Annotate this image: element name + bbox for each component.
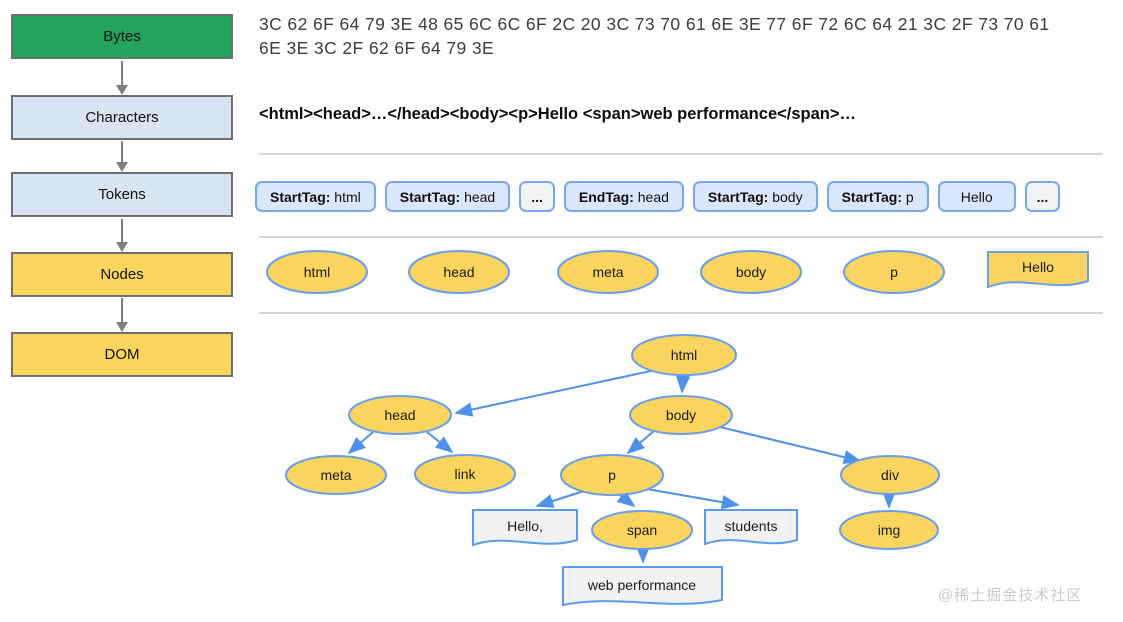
text-node-shape-students xyxy=(704,509,798,546)
node-label: html xyxy=(304,264,330,280)
tree-node-body xyxy=(629,395,733,435)
token-value: head xyxy=(633,188,669,205)
down-arrow-icon xyxy=(116,61,128,95)
pipeline-step-tokens: Tokens xyxy=(11,172,233,217)
tree-node-label: img xyxy=(878,522,901,538)
node-ellipse-p xyxy=(843,250,945,294)
token-value: body xyxy=(768,188,803,205)
hex-bytes-line-2: 6E 3E 3C 2F 62 6F 64 79 3E xyxy=(259,38,495,58)
tree-node-label: body xyxy=(666,407,696,423)
pipeline-step-nodes: Nodes xyxy=(11,252,233,297)
pipeline-step-bytes: Bytes xyxy=(11,14,233,59)
token-starttag-body: StartTag: body xyxy=(692,181,818,212)
node-label: head xyxy=(443,264,474,280)
token-value: head xyxy=(460,188,496,205)
edge-html-head xyxy=(454,368,661,417)
text-node-shape-hello xyxy=(472,509,578,547)
token-kind: StartTag: xyxy=(270,188,331,205)
down-arrow-icon xyxy=(116,141,128,172)
tree-node-label: link xyxy=(454,466,476,482)
hex-bytes-line-1: 3C 62 6F 64 79 3E 48 65 6C 6C 6F 2C 20 3… xyxy=(259,14,1050,34)
down-arrow-icon xyxy=(116,298,128,332)
edge-body-div xyxy=(719,426,862,465)
token-value: p xyxy=(902,188,914,205)
node-ellipse-html xyxy=(266,250,368,294)
edge-html-body xyxy=(675,375,691,394)
token-kind: EndTag: xyxy=(578,188,634,205)
token-kind: StartTag: xyxy=(841,188,903,205)
watermark: @稀土掘金技术社区 xyxy=(938,587,1083,604)
node-label: body xyxy=(736,264,766,280)
token-value: Hello xyxy=(960,188,993,205)
tree-node-img xyxy=(839,510,939,550)
token-starttag-head: StartTag: head xyxy=(384,181,511,212)
node-row: html head meta body p Hello xyxy=(266,250,1089,294)
token-endtag-head: EndTag: head xyxy=(563,181,684,212)
node-ellipse-body xyxy=(700,250,802,294)
tree-node-label: html xyxy=(671,347,697,363)
edge-head-meta xyxy=(347,431,374,455)
node-label: Hello xyxy=(1022,259,1054,275)
characters-string: <html><head>…</head><body><p>Hello <span… xyxy=(259,105,856,123)
token-value: ... xyxy=(1036,188,1049,205)
token-text-hello: Hello xyxy=(937,181,1016,212)
text-node-shape-webperf xyxy=(562,566,723,607)
divider xyxy=(259,153,1103,155)
node-label: meta xyxy=(592,264,623,280)
tree-node-label: head xyxy=(384,407,415,423)
token-row: StartTag: html StartTag: head ... EndTag… xyxy=(255,181,1061,212)
divider xyxy=(259,236,1103,238)
edge-body-p xyxy=(626,430,655,455)
node-label: p xyxy=(890,264,898,280)
edge-p-students xyxy=(646,488,740,510)
tree-node-label: meta xyxy=(320,467,351,483)
node-ellipse-meta xyxy=(557,250,659,294)
token-ellipsis: ... xyxy=(1024,181,1061,212)
tree-node-span xyxy=(591,510,693,550)
node-ellipse-head xyxy=(408,250,510,294)
token-ellipsis: ... xyxy=(519,181,555,212)
edge-head-link xyxy=(426,431,454,454)
tree-node-label: p xyxy=(608,467,616,483)
token-kind: StartTag: xyxy=(399,188,461,205)
dom-tree-nodes: html head body meta link p div span img … xyxy=(285,334,940,607)
pipeline-step-dom: DOM xyxy=(11,332,233,377)
tree-node-div xyxy=(840,455,940,495)
divider xyxy=(259,312,1103,314)
tree-node-label: web performance xyxy=(587,577,696,593)
tree-node-p xyxy=(560,454,664,496)
pipeline-step-characters: Characters xyxy=(11,95,233,140)
tree-node-label: Hello, xyxy=(507,518,543,534)
token-kind: StartTag: xyxy=(707,188,769,205)
edge-p-hello xyxy=(535,490,585,508)
tree-node-link xyxy=(414,454,516,494)
tree-node-label: span xyxy=(627,522,657,538)
token-value: html xyxy=(330,188,361,205)
tree-node-html xyxy=(631,334,737,376)
tree-node-label: students xyxy=(725,518,778,534)
tree-node-label: div xyxy=(881,467,899,483)
down-arrow-icon xyxy=(116,219,128,252)
tree-node-meta xyxy=(285,455,387,495)
token-starttag-html: StartTag: html xyxy=(255,181,376,212)
text-node-shape-hello xyxy=(987,251,1089,289)
dom-tree-edges xyxy=(347,368,897,564)
token-starttag-p: StartTag: p xyxy=(826,181,929,212)
tree-node-head xyxy=(348,395,452,435)
token-value: ... xyxy=(531,188,543,205)
